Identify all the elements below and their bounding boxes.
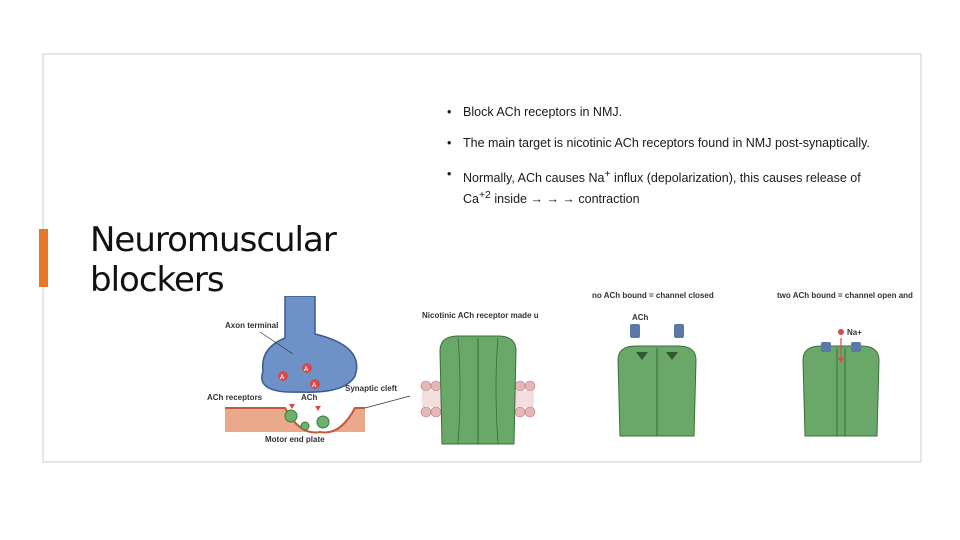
nmj-diagram: A A A Axon terminal ACh receptors ACh Sy… bbox=[205, 296, 420, 446]
slide-title: Neuromuscular blockers bbox=[90, 220, 337, 300]
closed-ach-label: ACh bbox=[632, 313, 649, 322]
nicotinic-receptor-diagram: Nicotinic ACh receptor made up by 5 subu… bbox=[418, 306, 538, 446]
channel-open-diagram: two ACh bound = channel open and Na⁺ goe… bbox=[775, 288, 915, 438]
bullet-list: •Block ACh receptors in NMJ. •The main t… bbox=[447, 104, 887, 222]
open-title-line-1: two ACh bound = channel open and Na⁺ goe… bbox=[777, 291, 915, 300]
channel-closed-diagram: no ACh bound = channel closed ACh bbox=[588, 288, 728, 438]
bullet-item-2: •The main target is nicotinic ACh recept… bbox=[447, 136, 870, 150]
label-ach-receptors: ACh receptors bbox=[207, 393, 263, 402]
label-synaptic-cleft: Synaptic cleft bbox=[345, 384, 397, 393]
title-line-2: blockers bbox=[90, 260, 225, 300]
label-motor-end-plate: Motor end plate bbox=[265, 435, 325, 444]
svg-text:A: A bbox=[312, 383, 317, 389]
closed-title: no ACh bound = channel closed bbox=[592, 291, 714, 300]
svg-text:A: A bbox=[304, 367, 309, 373]
bullet-item-3: •Normally, ACh causes Na+ influx (depola… bbox=[447, 167, 861, 207]
title-accent-bar bbox=[39, 229, 48, 287]
title-line-1: Neuromuscular bbox=[90, 220, 337, 260]
svg-text:A: A bbox=[280, 375, 285, 381]
receptor-title: Nicotinic ACh receptor made up by 5 subu… bbox=[422, 311, 538, 320]
na-label: Na+ bbox=[847, 328, 862, 337]
label-ach: ACh bbox=[301, 393, 318, 402]
bullet-item-1: •Block ACh receptors in NMJ. bbox=[447, 105, 623, 119]
label-axon-terminal: Axon terminal bbox=[225, 321, 278, 330]
